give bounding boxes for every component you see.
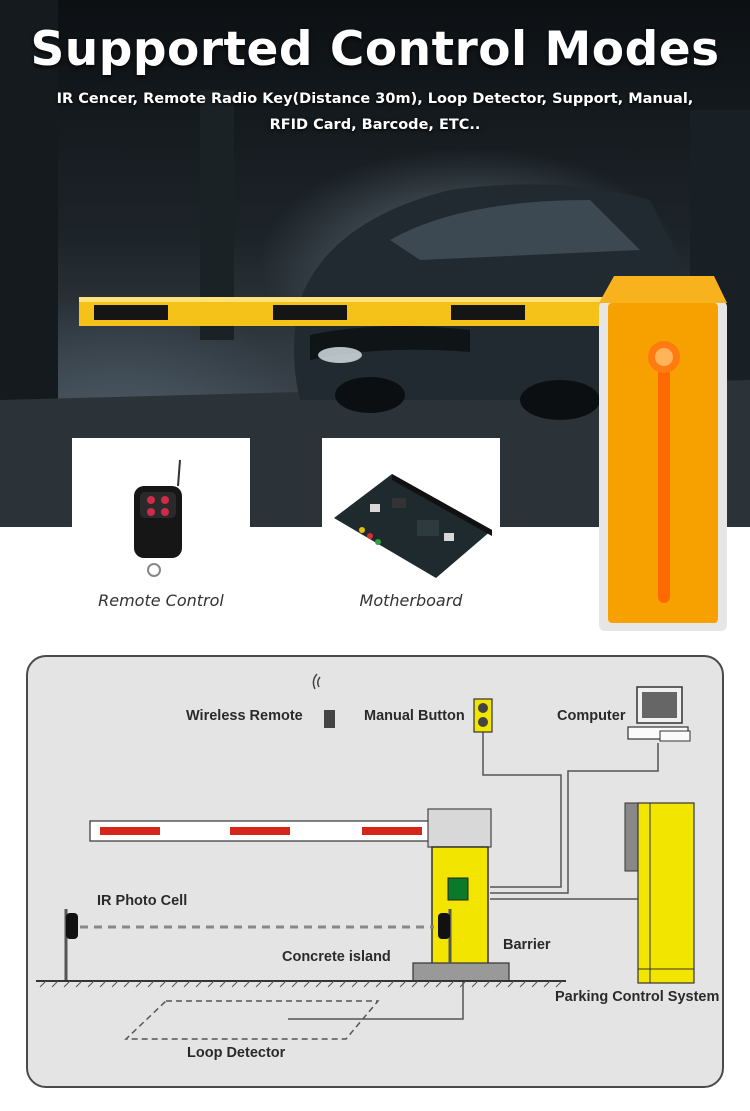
label-barrier: Barrier xyxy=(503,937,551,953)
label-wireless-remote: Wireless Remote xyxy=(186,708,303,724)
motherboard-caption: Motherboard xyxy=(359,591,463,610)
barrier-gate-cabinet xyxy=(599,276,727,631)
computer-icon xyxy=(627,686,691,742)
motherboard-icon xyxy=(334,474,492,578)
remote-control-caption: Remote Control xyxy=(98,591,224,610)
label-computer: Computer xyxy=(557,708,626,724)
remote-control-card xyxy=(72,438,250,586)
car-icon xyxy=(294,184,680,420)
page-title: Supported Control Modes xyxy=(30,22,720,77)
subtitle-line-2: RFID Card, Barcode, ETC.. xyxy=(269,117,481,133)
parking-control-icon xyxy=(624,802,695,984)
loop-detector-icon xyxy=(124,1000,380,1040)
ir-photo-cell-icon xyxy=(64,909,452,981)
motherboard-card xyxy=(322,438,500,586)
label-loop-detector: Loop Detector xyxy=(187,1045,286,1061)
label-concrete-island: Concrete island xyxy=(282,949,391,965)
hero-banner: Supported Control Modes IR Cencer, Remot… xyxy=(0,0,750,527)
barrier-cabinet-icon xyxy=(412,846,510,982)
label-ir-photo-cell: IR Photo Cell xyxy=(97,893,188,909)
diagram-drawing xyxy=(36,673,695,1040)
wireless-remote-icon xyxy=(312,673,335,728)
subtitle-line-1: IR Cencer, Remote Radio Key(Distance 30m… xyxy=(56,91,694,107)
label-parking-control-system: Parking Control System xyxy=(555,989,720,1005)
remote-control-icon xyxy=(134,459,182,577)
ground-line xyxy=(36,980,566,988)
barrier-boom-diagram xyxy=(89,808,492,848)
manual-button-icon xyxy=(473,698,493,733)
system-diagram: Wireless Remote Manual Button Computer I… xyxy=(26,655,724,1088)
barrier-boom xyxy=(79,297,609,326)
label-manual-button: Manual Button xyxy=(364,708,465,724)
wiring xyxy=(288,729,659,1020)
